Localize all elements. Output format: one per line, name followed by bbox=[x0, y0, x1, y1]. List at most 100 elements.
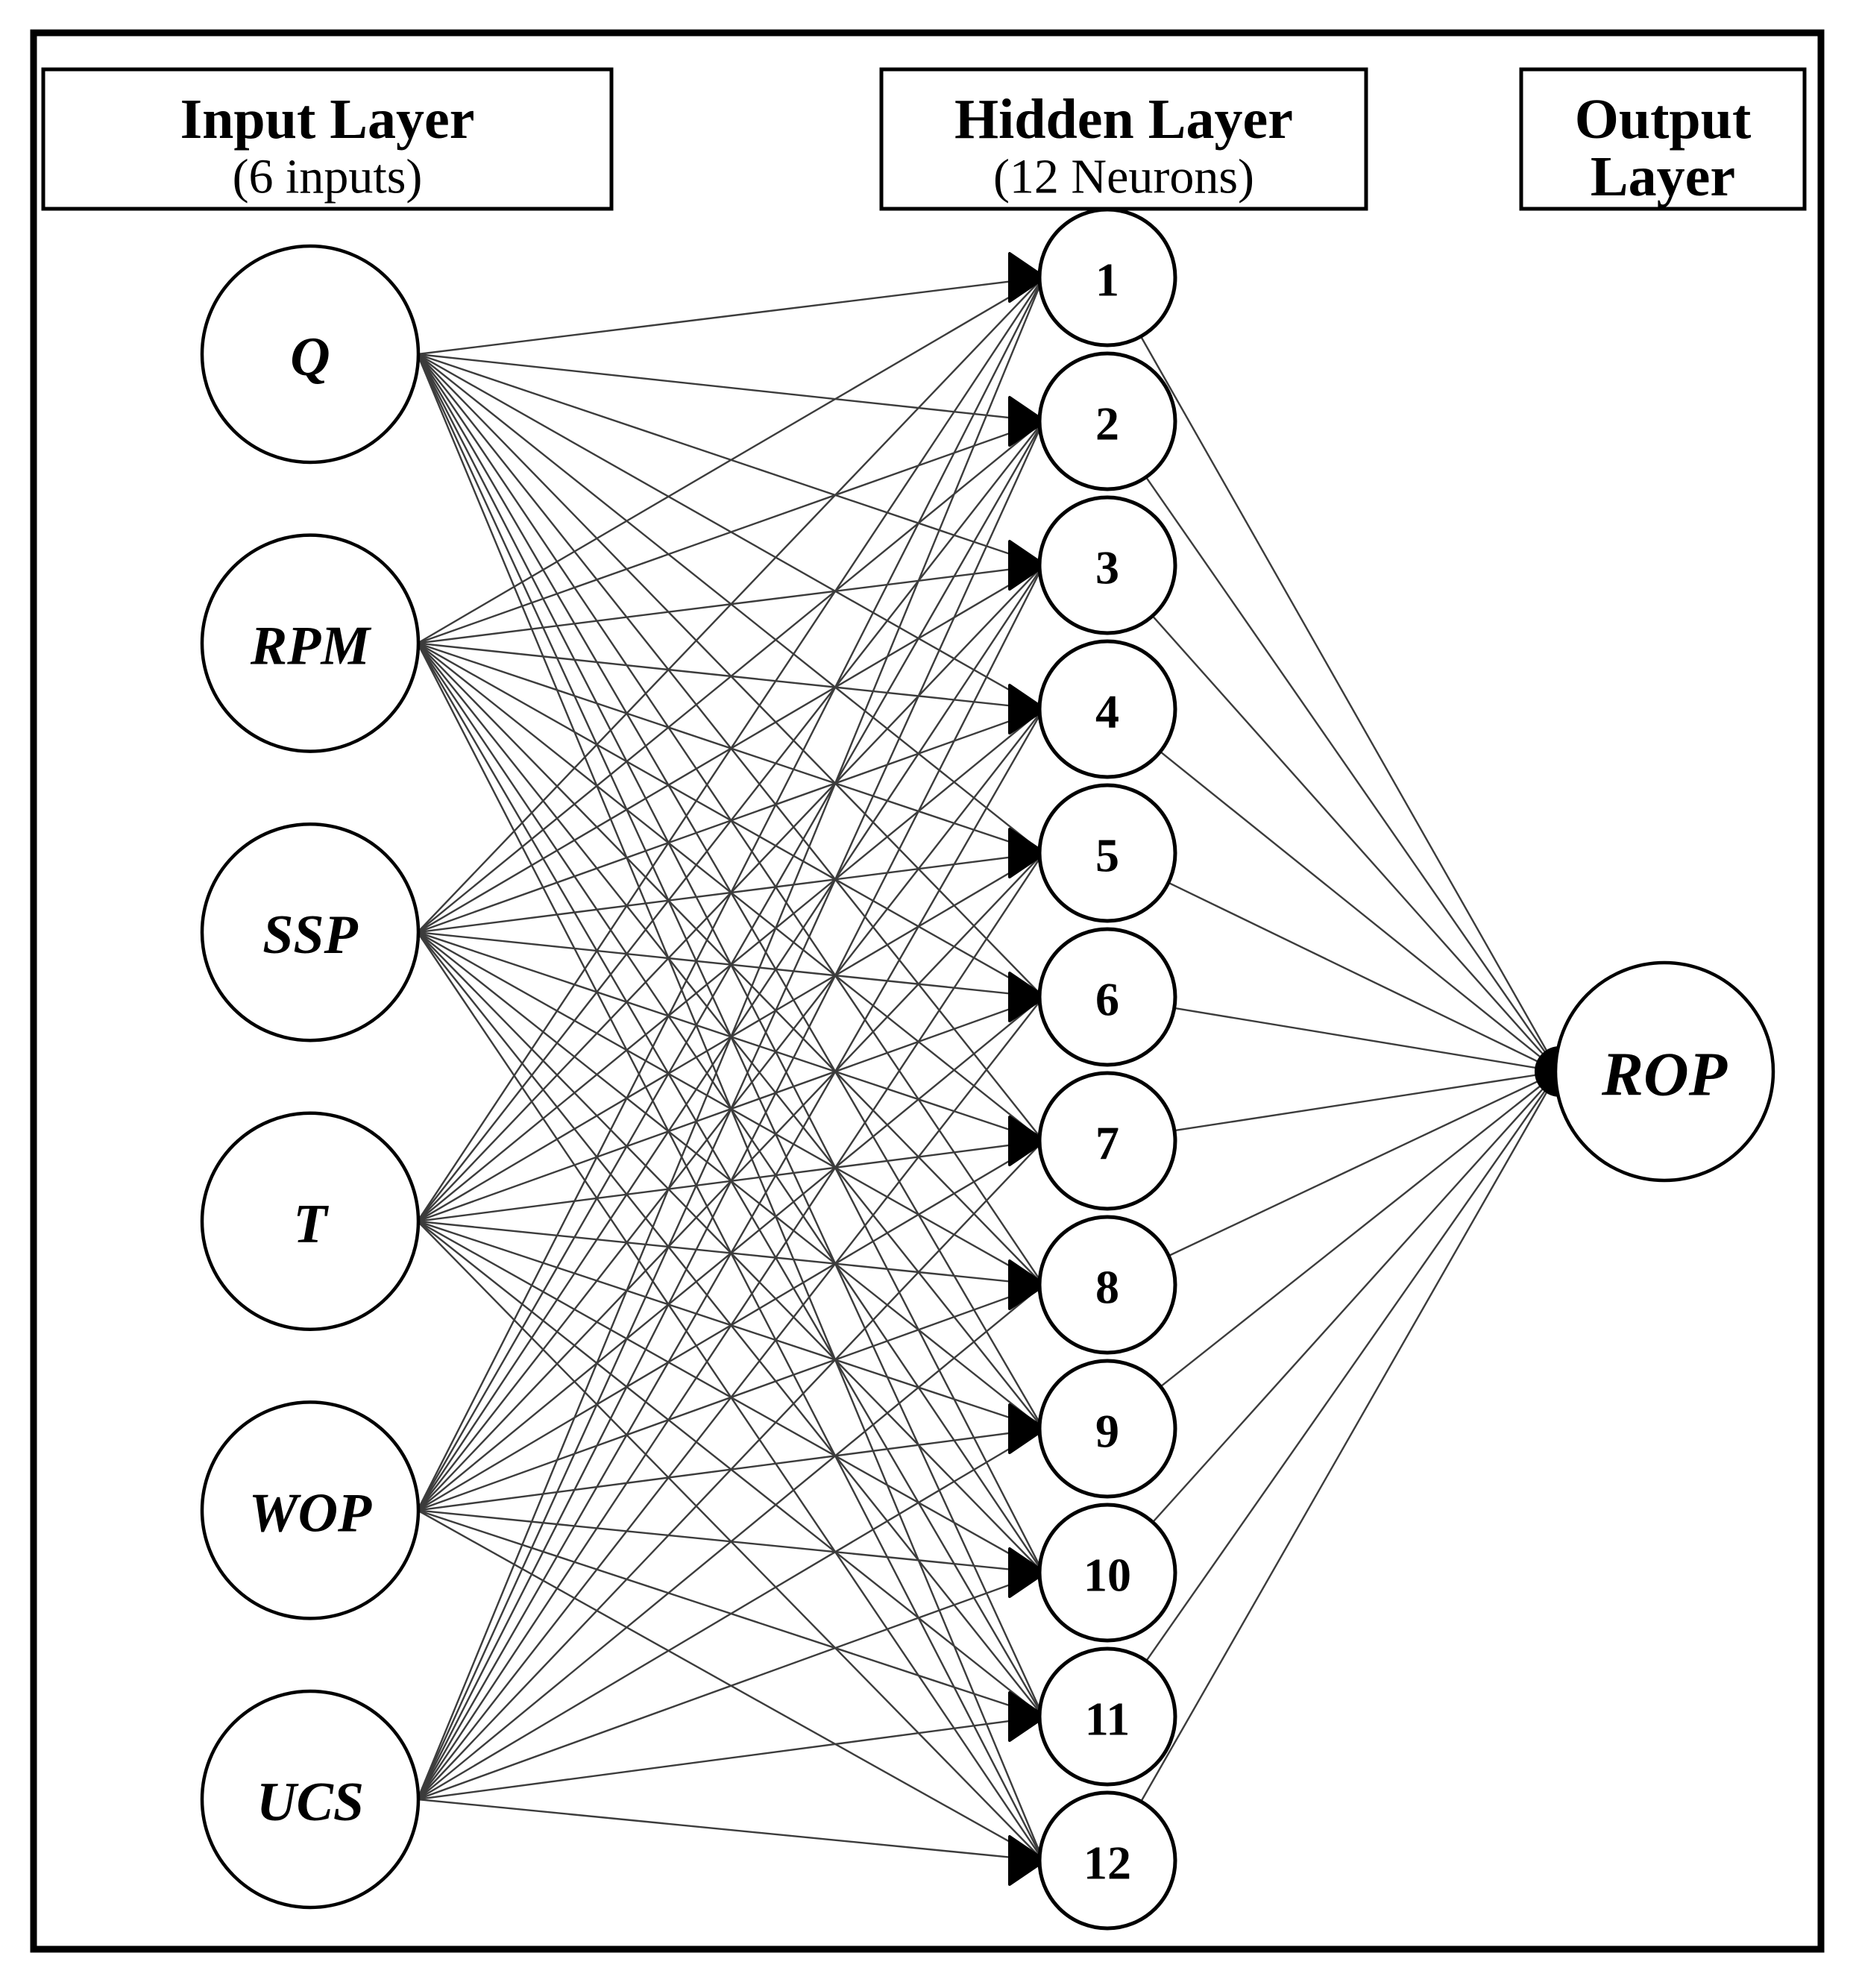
arrowhead-into-hidden-11 bbox=[1008, 1691, 1046, 1742]
hidden-node-4-label: 4 bbox=[1095, 685, 1119, 738]
edge-hidden-6-to-output-ROP bbox=[1175, 1007, 1559, 1073]
input-layer-header: Input Layer (6 inputs) bbox=[41, 67, 614, 211]
hidden-node-8-label: 8 bbox=[1095, 1261, 1119, 1314]
output-node-ROP-label: ROP bbox=[1601, 1040, 1728, 1110]
output-layer-header: Output Layer bbox=[1519, 67, 1807, 211]
edge-input-UCS-to-hidden-11 bbox=[417, 1715, 1044, 1801]
hidden-node-9-label: 9 bbox=[1095, 1405, 1119, 1458]
input-node-RPM-label: RPM bbox=[250, 616, 372, 677]
hidden-node-12: 12 bbox=[1037, 1790, 1177, 1931]
edge-input-UCS-to-hidden-1 bbox=[416, 277, 1045, 1800]
input-node-RPM-circle bbox=[200, 533, 421, 753]
hidden-node-3-label: 3 bbox=[1095, 541, 1119, 594]
hidden-node-1: 1 bbox=[1037, 207, 1177, 347]
arrowheads bbox=[1008, 252, 1561, 1886]
hidden-node-9-circle bbox=[1037, 1359, 1177, 1499]
hidden-node-2: 2 bbox=[1037, 351, 1177, 491]
hidden-node-7-circle bbox=[1037, 1071, 1177, 1211]
edge-input-SSP-to-hidden-2 bbox=[417, 421, 1044, 934]
hidden-node-5: 5 bbox=[1037, 783, 1177, 923]
edge-input-UCS-to-hidden-2 bbox=[416, 421, 1045, 1800]
input-node-T-label: T bbox=[293, 1194, 329, 1255]
arrowhead-into-output-ROP bbox=[1535, 1046, 1561, 1097]
hidden-node-11-label: 11 bbox=[1085, 1693, 1130, 1746]
arrowhead-into-hidden-9 bbox=[1008, 1403, 1046, 1454]
input-layer-subtitle: (6 inputs) bbox=[233, 150, 423, 204]
edge-input-Q-to-hidden-2 bbox=[417, 353, 1044, 423]
edge-input-T-to-hidden-2 bbox=[417, 421, 1044, 1222]
edge-hidden-10-to-output-ROP bbox=[1153, 1071, 1559, 1522]
hidden-node-8: 8 bbox=[1037, 1215, 1177, 1355]
input-node-SSP-label: SSP bbox=[262, 905, 358, 966]
hidden-node-8-circle bbox=[1037, 1215, 1177, 1355]
input-node-Q: Q bbox=[200, 244, 421, 465]
hidden-layer-subtitle: (12 Neurons) bbox=[993, 150, 1254, 204]
edge-hidden-7-to-output-ROP bbox=[1175, 1070, 1559, 1132]
input-layer-title: Input Layer bbox=[180, 88, 475, 151]
edge-input-Q-to-hidden-1 bbox=[417, 276, 1044, 356]
hidden-node-2-circle bbox=[1037, 351, 1177, 491]
edge-hidden-5-to-output-ROP bbox=[1169, 882, 1559, 1073]
edge-hidden-2-to-output-ROP bbox=[1146, 477, 1559, 1072]
hidden-node-3-circle bbox=[1037, 495, 1177, 635]
input-node-Q-label: Q bbox=[290, 327, 330, 388]
hidden-layer-header-box bbox=[879, 67, 1368, 211]
edge-hidden-4-to-output-ROP bbox=[1160, 752, 1559, 1072]
hidden-node-7-label: 7 bbox=[1095, 1117, 1119, 1170]
edge-input-WOP-to-hidden-2 bbox=[416, 421, 1045, 1511]
arrowhead-into-hidden-12 bbox=[1008, 1835, 1046, 1886]
input-node-T: T bbox=[200, 1111, 421, 1332]
edge-input-UCS-to-hidden-12 bbox=[417, 1798, 1044, 1862]
hidden-node-4: 4 bbox=[1037, 639, 1177, 779]
hidden-node-12-label: 12 bbox=[1083, 1837, 1131, 1890]
output-layer-title-line2: Layer bbox=[1591, 145, 1735, 208]
edge-hidden-9-to-output-ROP bbox=[1161, 1071, 1559, 1387]
arrowhead-into-hidden-10 bbox=[1008, 1547, 1046, 1598]
hidden-node-10-circle bbox=[1037, 1503, 1177, 1643]
connection-edges bbox=[416, 276, 1560, 1862]
arrowhead-into-hidden-1 bbox=[1008, 252, 1046, 303]
hidden-node-1-label: 1 bbox=[1095, 254, 1119, 306]
hidden-layer-header: Hidden Layer (12 Neurons) bbox=[879, 67, 1368, 211]
edge-input-UCS-to-hidden-7 bbox=[417, 1140, 1044, 1800]
hidden-layer-title: Hidden Layer bbox=[954, 88, 1293, 151]
hidden-node-6: 6 bbox=[1037, 927, 1177, 1067]
arrowhead-into-hidden-5 bbox=[1008, 828, 1046, 878]
hidden-node-4-circle bbox=[1037, 639, 1177, 779]
hidden-node-5-circle bbox=[1037, 783, 1177, 923]
edge-input-UCS-to-hidden-10 bbox=[417, 1571, 1044, 1801]
edge-input-T-to-hidden-1 bbox=[416, 277, 1045, 1222]
edge-input-RPM-to-hidden-1 bbox=[417, 276, 1044, 644]
input-node-WOP: WOP bbox=[200, 1400, 421, 1620]
output-layer-title-line1: Output bbox=[1575, 88, 1752, 151]
edge-input-UCS-to-hidden-3 bbox=[416, 564, 1045, 1800]
edge-input-UCS-to-hidden-8 bbox=[417, 1284, 1044, 1800]
output-node-ROP-circle bbox=[1553, 960, 1775, 1183]
hidden-node-10: 10 bbox=[1037, 1503, 1177, 1643]
edge-input-SSP-to-hidden-1 bbox=[417, 277, 1044, 934]
hidden-node-11: 11 bbox=[1037, 1646, 1177, 1787]
input-node-SSP: SSP bbox=[200, 822, 421, 1042]
hidden-node-6-circle bbox=[1037, 927, 1177, 1067]
arrowhead-into-hidden-2 bbox=[1008, 396, 1046, 447]
input-node-WOP-label: WOP bbox=[249, 1482, 372, 1544]
edge-input-UCS-to-hidden-5 bbox=[416, 852, 1045, 1800]
edge-input-UCS-to-hidden-4 bbox=[416, 708, 1045, 1800]
edge-hidden-1-to-output-ROP bbox=[1140, 337, 1560, 1072]
input-node-RPM: RPM bbox=[200, 533, 421, 753]
hidden-node-3: 3 bbox=[1037, 495, 1177, 635]
input-node-Q-circle bbox=[200, 244, 421, 465]
hidden-node-5-label: 5 bbox=[1095, 829, 1119, 882]
edge-hidden-3-to-output-ROP bbox=[1152, 616, 1559, 1072]
arrowhead-into-hidden-6 bbox=[1008, 972, 1046, 1022]
edge-input-UCS-to-hidden-9 bbox=[417, 1427, 1044, 1801]
hidden-node-12-circle bbox=[1037, 1790, 1177, 1931]
arrowhead-into-hidden-8 bbox=[1008, 1259, 1046, 1310]
edge-input-RPM-to-hidden-2 bbox=[417, 420, 1044, 644]
input-layer-header-box bbox=[41, 67, 614, 211]
hidden-node-6-label: 6 bbox=[1095, 973, 1119, 1026]
edge-hidden-11-to-output-ROP bbox=[1146, 1071, 1559, 1661]
